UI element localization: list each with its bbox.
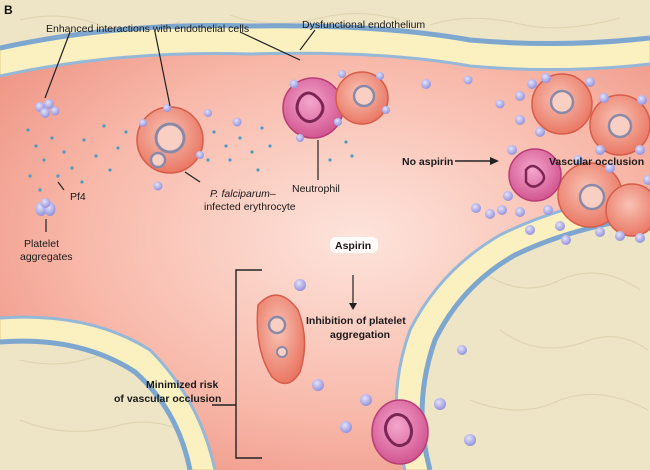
pf4-dot	[42, 158, 45, 161]
label-platelet-aggregates-2: aggregates	[20, 251, 73, 263]
pf4-dot	[238, 136, 241, 139]
label-no-aspirin: No aspirin	[402, 156, 453, 168]
occlusion-platelet	[595, 145, 605, 155]
occlusion-platelet	[595, 227, 605, 237]
label-pf4: Pf4	[70, 191, 86, 203]
pf4-dot	[256, 168, 259, 171]
occlusion-platelet	[637, 95, 647, 105]
pf4-dot	[344, 140, 347, 143]
pf4-dot	[212, 130, 215, 133]
pf4-dot	[62, 150, 65, 153]
occlusion-platelet	[543, 205, 553, 215]
pf4-dot	[82, 138, 85, 141]
occlusion-platelet	[507, 145, 517, 155]
occlusion-platelet	[515, 91, 525, 101]
pf4-dot	[250, 150, 253, 153]
pf4-dot	[206, 158, 209, 161]
pf4-dot	[70, 166, 73, 169]
label-enhanced-interactions: Enhanced interactions with endothelial c…	[46, 23, 249, 35]
occlusion-platelet	[555, 221, 565, 231]
occlusion-platelet	[527, 79, 537, 89]
occlusion-platelet	[485, 209, 495, 219]
label-vascular-occlusion: Vascular occlusion	[549, 156, 644, 168]
pf4-dot	[94, 154, 97, 157]
pf4-dot	[224, 144, 227, 147]
pf4-dot	[116, 146, 119, 149]
pf4-dot	[228, 158, 231, 161]
occlusion-platelet	[615, 231, 625, 241]
occlusion-platelet	[585, 77, 595, 87]
pf4-dot	[26, 128, 29, 131]
pf4-dot	[56, 174, 59, 177]
occlusion-platelet	[635, 233, 645, 243]
pf4-dot	[108, 168, 111, 171]
label-minimized-1: Minimized risk	[146, 379, 219, 391]
occlusion-platelet	[503, 191, 513, 201]
occlusion-platelet	[515, 115, 525, 125]
pf4-dot	[260, 126, 263, 129]
occlusion-platelet	[561, 235, 571, 245]
pf4-dot	[38, 188, 41, 191]
occlusion-platelet	[541, 73, 551, 83]
label-inhibition-1: Inhibition of platelet	[306, 315, 406, 327]
pf4-dot	[80, 180, 83, 183]
occlusion-platelet	[599, 93, 609, 103]
label-infected-erythrocyte-2: infected erythrocyte	[204, 201, 296, 213]
occlusion-platelet	[497, 205, 507, 215]
pf4-dot	[328, 158, 331, 161]
occlusion-platelet	[525, 225, 535, 235]
label-platelet-aggregates-1: Platelet	[24, 238, 59, 250]
pf4-dot	[102, 124, 105, 127]
pf4-dot	[268, 144, 271, 147]
panel-letter: B	[4, 3, 13, 17]
label-minimized-2: of vascular occlusion	[114, 393, 221, 405]
label-dysfunctional-endothelium: Dysfunctional endothelium	[302, 19, 425, 31]
occlusion-platelet	[535, 127, 545, 137]
neutrophil-2	[372, 400, 428, 464]
occlusion-platelet	[635, 145, 645, 155]
pf4-dot	[124, 130, 127, 133]
label-inhibition-2: aggregation	[330, 329, 390, 341]
label-neutrophil: Neutrophil	[292, 183, 340, 195]
occlusion-platelet	[471, 203, 481, 213]
occlusion-platelet	[515, 207, 525, 217]
pf4-dot	[28, 174, 31, 177]
pf4-dot	[50, 136, 53, 139]
label-aspirin: Aspirin	[335, 240, 371, 252]
label-infected-erythrocyte-1: P. falciparum–	[210, 188, 276, 200]
pf4-dot	[34, 144, 37, 147]
pf4-dot	[350, 154, 353, 157]
